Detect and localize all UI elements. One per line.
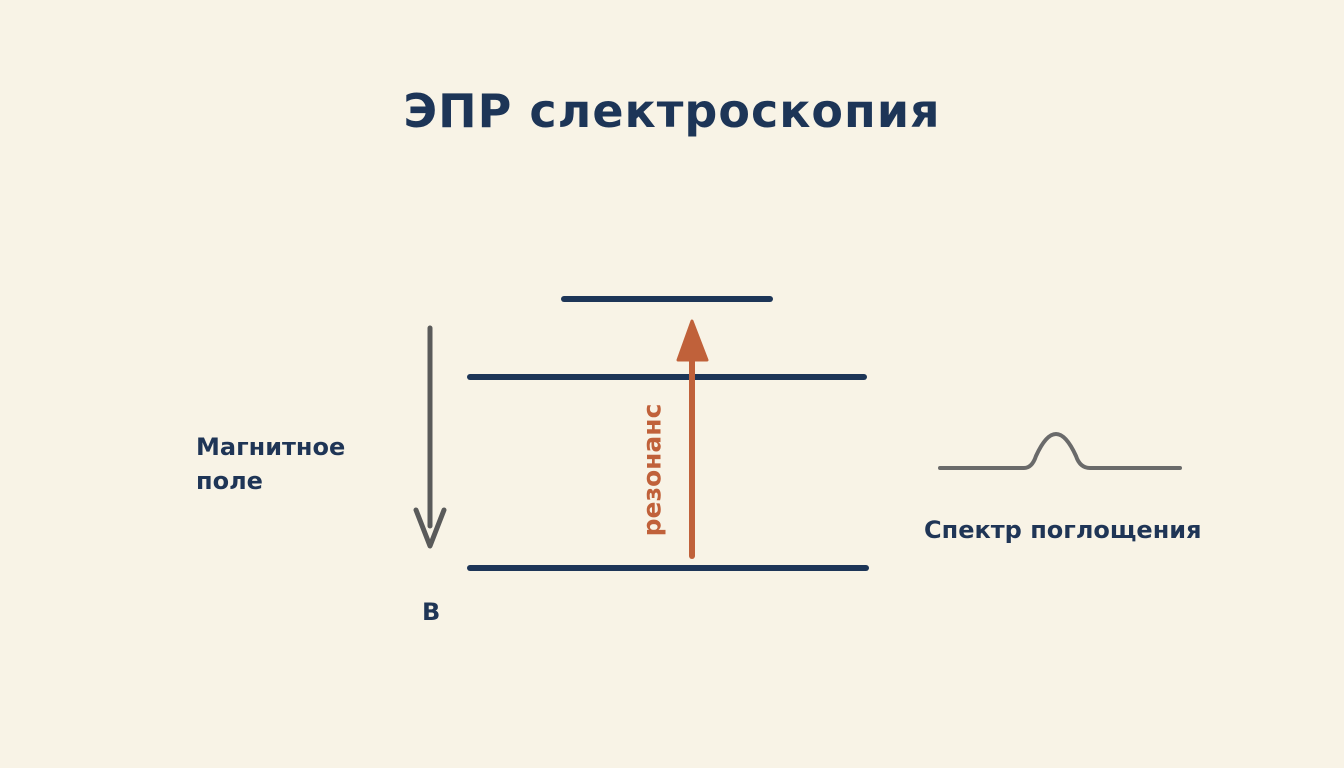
arrow-up-icon xyxy=(676,319,709,559)
magnetic-field-label-line1: Магнитное xyxy=(196,433,346,461)
page-title: ЭПР слектроскопия xyxy=(403,84,941,138)
spectrum-label: Спектр поглощения xyxy=(924,516,1202,544)
resonance-label: резонанс xyxy=(637,403,667,537)
magnetic-field-label: Магнитное поле xyxy=(196,430,376,498)
magnetic-field-label-line2: поле xyxy=(196,467,263,495)
absorption-spectrum-curve xyxy=(938,432,1182,470)
arrow-down-icon xyxy=(413,325,447,549)
field-symbol: В xyxy=(422,598,441,626)
